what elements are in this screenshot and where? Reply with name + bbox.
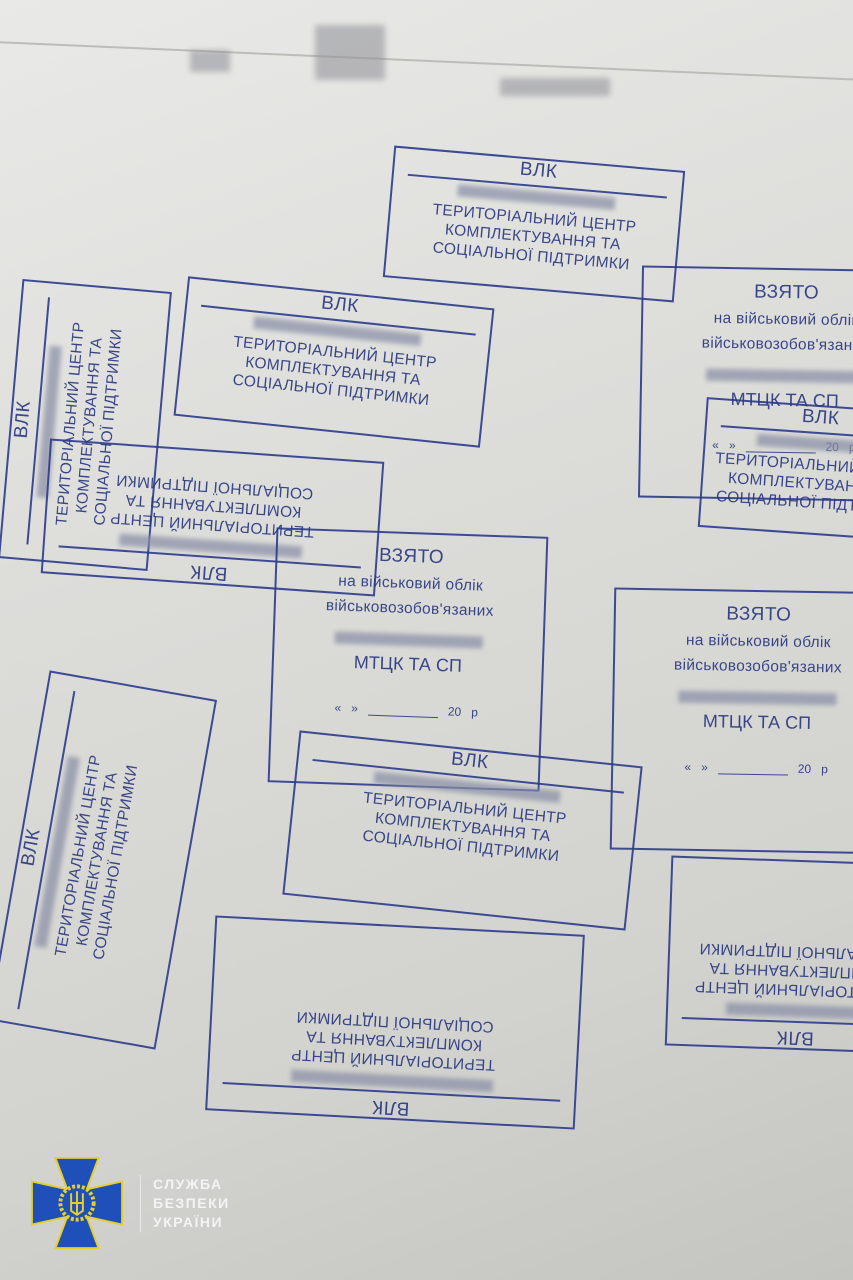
- redacted-text: [315, 25, 385, 80]
- stamp-title: ВЗЯТО: [726, 603, 792, 626]
- redacted-text: [756, 433, 853, 454]
- year: 20: [797, 761, 812, 776]
- redacted-text: [706, 368, 853, 384]
- year-suffix: р: [821, 762, 828, 777]
- redacted-text: [190, 50, 230, 72]
- stamp-org: МТЦК ТА СП: [353, 652, 463, 676]
- sbu-wordmark: СЛУЖБА БЕЗПЕКИ УКРАЇНИ: [140, 1174, 230, 1232]
- vlk-stamp: ВЛК ТЕРИТОРІАЛЬНИЙ ЦЕНТР КОМПЛЕКТУВАННЯ …: [697, 397, 853, 543]
- stamp-title: ВЛК: [10, 399, 35, 440]
- vlk-stamp: ВЛК ТЕРИТОРІАЛЬНИЙ ЦЕНТР КОМПЛЕКТУВАННЯ …: [0, 670, 218, 1050]
- registration-stamp: ВЗЯТО на військовий облік військовозобов…: [609, 587, 853, 855]
- stamp-line: військовозобов'язаних: [701, 334, 853, 355]
- quote-close: »: [701, 760, 708, 775]
- stamp-title: ВЗЯТО: [378, 544, 445, 569]
- stamp-title: ВЛК: [801, 405, 841, 430]
- redacted-text: [500, 78, 610, 96]
- year-suffix: р: [470, 705, 479, 720]
- vlk-stamp: ВЛК ТЕРИТОРІАЛЬНИЙ ЦЕНТР КОМПЛЕКТУВАННЯ …: [205, 915, 585, 1130]
- vlk-stamp: ВЛК ТЕРИТОРІАЛЬНИЙ ЦЕНТР КОМПЛЕКТУВАННЯ …: [282, 730, 643, 931]
- paper-edge: [0, 40, 853, 82]
- redacted-text: [725, 1003, 853, 1020]
- stamp-line: на військовий облік: [337, 572, 484, 595]
- year: 20: [447, 704, 462, 719]
- stamp-title: ВЛК: [519, 158, 559, 183]
- logo-line: СЛУЖБА: [153, 1175, 223, 1192]
- sbu-logo: СЛУЖБА БЕЗПЕКИ УКРАЇНИ: [28, 1154, 230, 1252]
- redacted-text: [334, 631, 483, 649]
- stamp-line: на військовий облік: [685, 631, 831, 652]
- stamp-line: військовозобов'язаних: [325, 597, 494, 620]
- redacted-text: [291, 1070, 493, 1093]
- date-underline: [367, 714, 438, 719]
- quote-open: «: [334, 700, 342, 715]
- vlk-stamp: ВЛК ТЕРИТОРІАЛЬНИЙ ЦЕНТР КОМПЛЕКТУВАННЯ …: [173, 276, 495, 448]
- stamp-org: МТЦК ТА СП: [702, 711, 812, 733]
- stamp-line: військовозобов'язаних: [673, 656, 843, 677]
- sbu-cross-emblem-icon: [30, 1156, 124, 1250]
- stamp-title: ВЛК: [776, 1026, 815, 1049]
- vlk-stamp: ВЛК ТЕРИТОРІАЛЬНИЙ ЦЕНТР КОМПЛЕКТУВАННЯ …: [382, 145, 686, 303]
- logo-line: УКРАЇНИ: [153, 1213, 224, 1230]
- stamp-line: на військовий облік: [713, 309, 853, 330]
- stamp-title: ВЗЯТО: [753, 281, 820, 304]
- stamp-date: « » 20 р: [613, 758, 853, 777]
- redacted-text: [678, 690, 837, 706]
- stamp-date: « » 20 р: [272, 698, 540, 721]
- quote-close: »: [350, 701, 359, 716]
- vlk-stamp: ВЛК ТЕРИТОРІАЛЬНИЙ ЦЕНТР КОМПЛЕКТУВАННЯ …: [664, 855, 853, 1055]
- quote-open: «: [684, 759, 692, 774]
- logo-line: БЕЗПЕКИ: [153, 1194, 230, 1211]
- date-underline: [717, 773, 788, 776]
